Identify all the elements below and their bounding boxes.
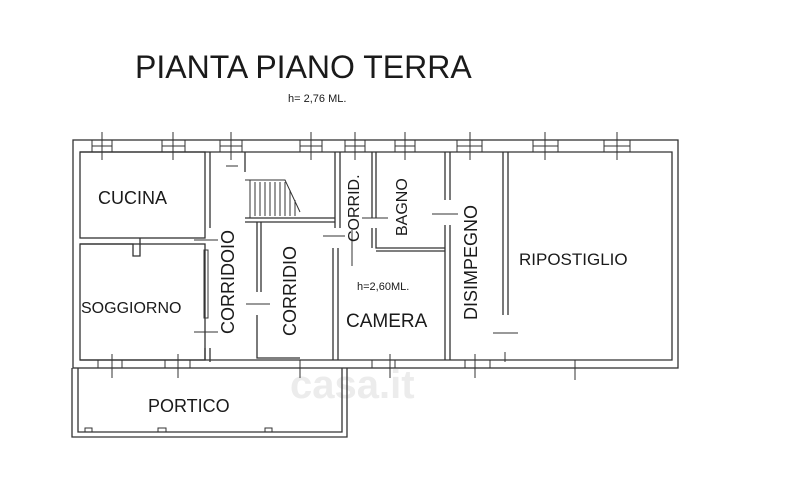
portico-outline	[71, 368, 348, 438]
corridoio-partition	[203, 249, 209, 319]
portico-pillars	[84, 427, 273, 432]
plan-title: PIANTA PIANO TERRA	[135, 49, 472, 85]
bagno-walls	[371, 152, 445, 252]
room-label-cucina: CUCINA	[98, 188, 167, 208]
disimpegno-left-walls	[444, 152, 451, 360]
ripostiglio-left-walls	[502, 152, 509, 315]
corrid-walls	[332, 152, 341, 360]
stairs	[254, 182, 296, 216]
bagno-door-marks	[362, 213, 458, 219]
room-label-ripostiglio: RIPOSTIGLIO	[519, 250, 628, 269]
room-label-disimpegno: DISIMPEGNO	[461, 205, 481, 320]
room-label-camera: CAMERA	[346, 311, 428, 332]
door-marks	[194, 239, 218, 333]
cucina-soggiorno-wall	[80, 238, 141, 257]
windows	[91, 132, 631, 380]
stair-outline	[226, 165, 301, 218]
corridio-walls	[256, 222, 300, 359]
room-label-portico: PORTICO	[148, 396, 230, 416]
room-label-corrid: CORRID.	[346, 174, 363, 242]
corrid-door-marks	[323, 230, 353, 266]
camera-height-note: h=2,60ML.	[357, 281, 409, 293]
watermark: casa.it	[290, 363, 415, 407]
room-label-bagno: BAGNO	[394, 178, 411, 236]
stair-walls	[244, 152, 335, 223]
room-label-corridoio: CORRIDOIO	[218, 230, 238, 334]
height-note: h= 2,76 ML.	[288, 93, 346, 105]
room-label-soggiorno: SOGGIORNO	[81, 300, 181, 317]
room-label-corridio: CORRIDIO	[280, 246, 300, 336]
